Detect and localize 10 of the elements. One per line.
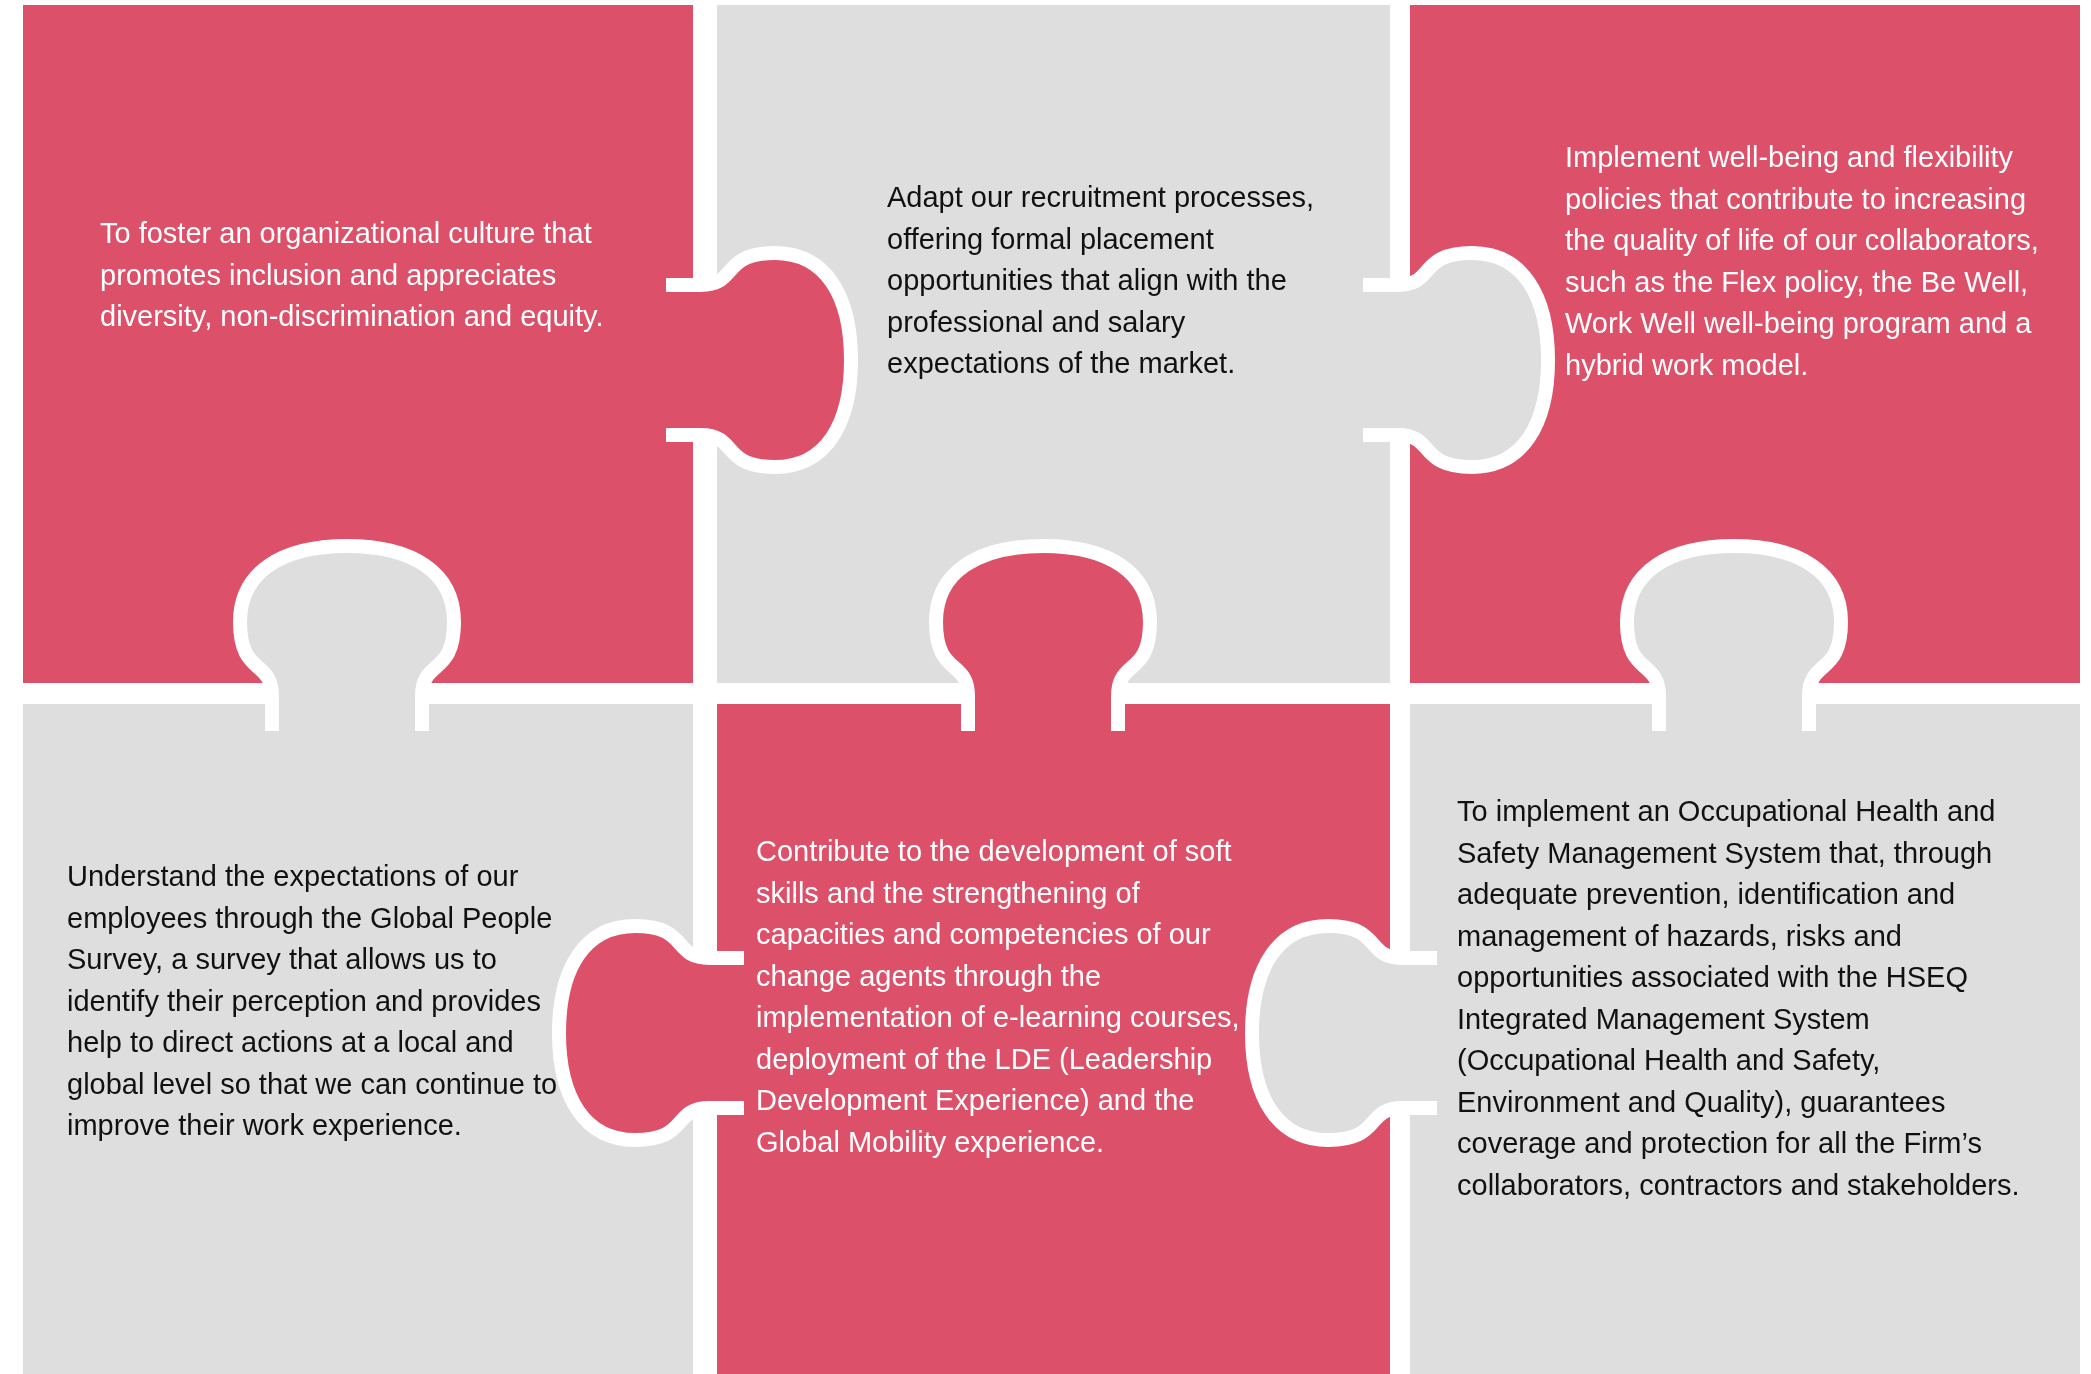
puzzle-piece — [717, 704, 1390, 1374]
piece-text: To implement an Occupational Health and Safety Management System that, through adequate prevention, identification and management of hazards, risks and opportunities associated with the HSEQ Integrated Management System (Occupational Health and Safety, Environment and Quality), guarantees coverage and protection for all the Firm’s collaborators, contractors and stakeholders. — [1457, 794, 2021, 1203]
piece-text: Adapt our recruitment processes, offering formal placement opportunities that align with the professional and salary expectations of the market. — [887, 180, 1316, 381]
puzzle-piece — [23, 5, 693, 683]
piece-text: Implement well-being and flexibility policies that contribute to increasing the quality of life of our collaborators, such as the Flex policy, the Be Well, Work Well well-being program and a hybrid work model. — [1565, 140, 2040, 383]
piece-text: Understand the expectations of our employees through the Global People Survey, a survey that allows us to identify their perception and provides help to direct actions at a local and global level so that we can continue to improve their work experience. — [67, 859, 559, 1143]
puzzle-piece — [23, 704, 693, 1374]
piece-text: Contribute to the development of soft skills and the strengthening of capacities and competencies of our change agents through the implementation of e-learning courses, deployment of the LDE (Leadership Development Experience) and the Global Mobility experience. — [756, 834, 1241, 1160]
puzzle-piece — [1410, 704, 2080, 1374]
piece-text: To foster an organizational culture that promotes inclusion and appreciates diversity, non-discrimination and equity. — [100, 216, 605, 334]
